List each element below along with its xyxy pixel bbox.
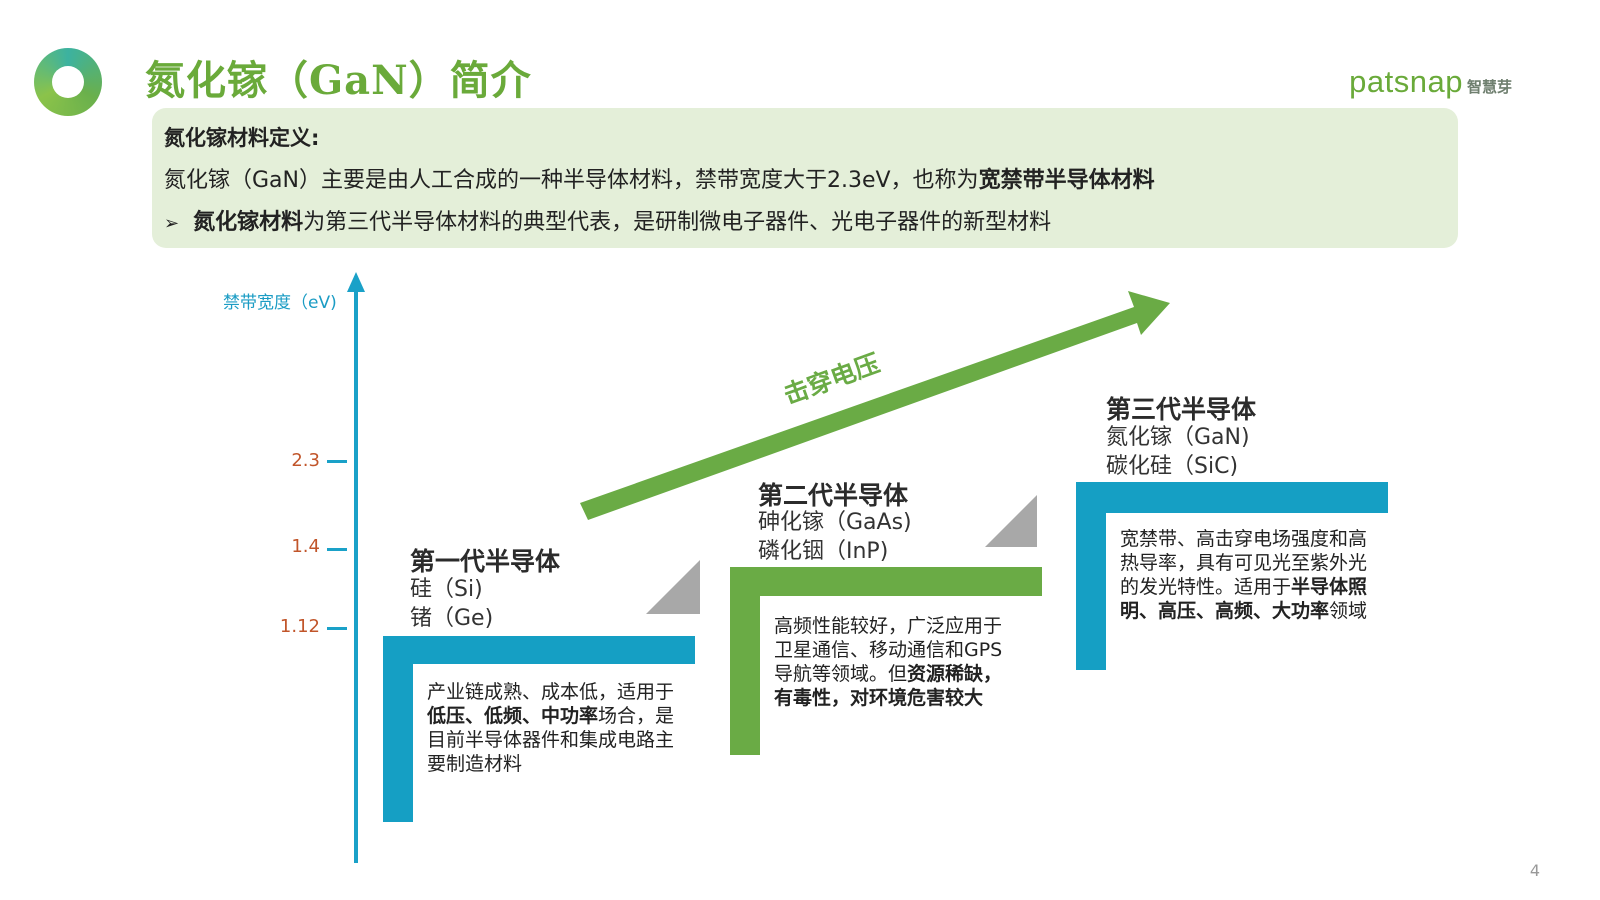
gen2-step-side — [730, 567, 760, 755]
gen1-step-top — [383, 636, 695, 664]
gen2-desc-part: 高频性能较好，广泛应用于卫星通信、移动通信和GPS导航等领域。但 — [774, 615, 1003, 685]
page-title: 氮化镓（GaN）简介 — [145, 57, 532, 104]
gen3-desc-bold: 半导体照明、高压、高频、大功率 — [1120, 576, 1368, 622]
gen1-step-side — [383, 636, 413, 822]
definition-line-2-text: 为第三代半导体材料的典型代表，是研制微电子器件、光电子器件的新型材料 — [303, 210, 1052, 235]
definition-line-1-text: 氮化镓（GaN）主要是由人工合成的一种半导体材料，禁带宽度大于2.3eV，也称为 — [164, 168, 979, 193]
gen3-material: 氮化镓（GaN) — [1106, 425, 1250, 450]
gen1-title: 第一代半导体 — [410, 547, 561, 576]
definition-line-1: 氮化镓（GaN）主要是由人工合成的一种半导体材料，禁带宽度大于2.3eV，也称为… — [164, 162, 1155, 194]
gen2-title: 第二代半导体 — [758, 481, 909, 510]
tick-mark — [327, 460, 347, 463]
definition-box: 氮化镓材料定义: 氮化镓（GaN）主要是由人工合成的一种半导体材料，禁带宽度大于… — [152, 108, 1458, 248]
tick-mark — [327, 627, 347, 630]
gen2-description: 高频性能较好，广泛应用于卫星通信、移动通信和GPS导航等领域。但资源稀缺，有毒性… — [774, 614, 1008, 710]
definition-line-1-bold: 宽禁带半导体材料 — [978, 168, 1155, 193]
logo-ring-icon — [34, 48, 102, 116]
gen1-desc-bold: 低压、低频、中功率 — [427, 705, 599, 727]
definition-heading: 氮化镓材料定义: — [164, 126, 320, 150]
gen3-step-side — [1076, 482, 1106, 670]
gen3-step-top — [1076, 482, 1388, 513]
definition-line-2-bold: 氮化镓材料 — [193, 210, 304, 235]
bullet-arrow-icon: ➢ — [164, 213, 180, 234]
gen1-material: 锗（Ge) — [410, 606, 494, 631]
y-axis-label: 禁带宽度（eV) — [223, 293, 337, 313]
definition-line-2: ➢ 氮化镓材料为第三代半导体材料的典型代表，是研制微电子器件、光电子器件的新型材料 — [164, 204, 1051, 236]
gen3-material: 碳化硅（SiC) — [1106, 454, 1239, 479]
gen1-desc-part: 场合，是目前半导体器件和集成电路主要制造材料 — [427, 705, 675, 775]
gen2-desc-bold: 资源稀缺，有毒性，对环境危害较大 — [774, 663, 1003, 709]
tick-label: 1.4 — [291, 536, 320, 557]
tick-label: 1.12 — [279, 616, 320, 637]
gen1-material: 硅（Si) — [410, 577, 483, 602]
brand-wordmark: patsnap — [1349, 64, 1463, 99]
page-number: 4 — [1529, 861, 1540, 880]
brand-logo: patsnap 智慧芽 — [1349, 64, 1512, 99]
gen3-title: 第三代半导体 — [1106, 395, 1257, 424]
gen2-step-top — [730, 567, 1042, 596]
gen1-triangle-icon — [646, 560, 700, 614]
brand-chinese: 智慧芽 — [1466, 78, 1512, 96]
tick-label: 2.3 — [291, 450, 320, 471]
y-axis-arrow-icon — [347, 272, 365, 292]
gen2-triangle-icon — [985, 495, 1037, 547]
y-axis-line — [354, 285, 358, 863]
gen2-material: 砷化镓（GaAs) — [758, 510, 912, 535]
gen3-desc-part: 领域 — [1329, 600, 1368, 622]
breakdown-voltage-arrow-icon — [580, 291, 1170, 520]
tick-mark — [327, 548, 347, 551]
gen1-desc-part: 产业链成熟、成本低，适用于 — [427, 681, 675, 703]
gen3-desc-part: 宽禁带、高击穿电场强度和高热导率，具有可见光至紫外光的发光特性。适用于 — [1120, 528, 1368, 598]
gen2-material: 磷化铟（InP) — [758, 539, 889, 564]
gen1-description: 产业链成熟、成本低，适用于低压、低频、中功率场合，是目前半导体器件和集成电路主要… — [427, 680, 683, 776]
gen3-description: 宽禁带、高击穿电场强度和高热导率，具有可见光至紫外光的发光特性。适用于半导体照明… — [1120, 527, 1370, 623]
